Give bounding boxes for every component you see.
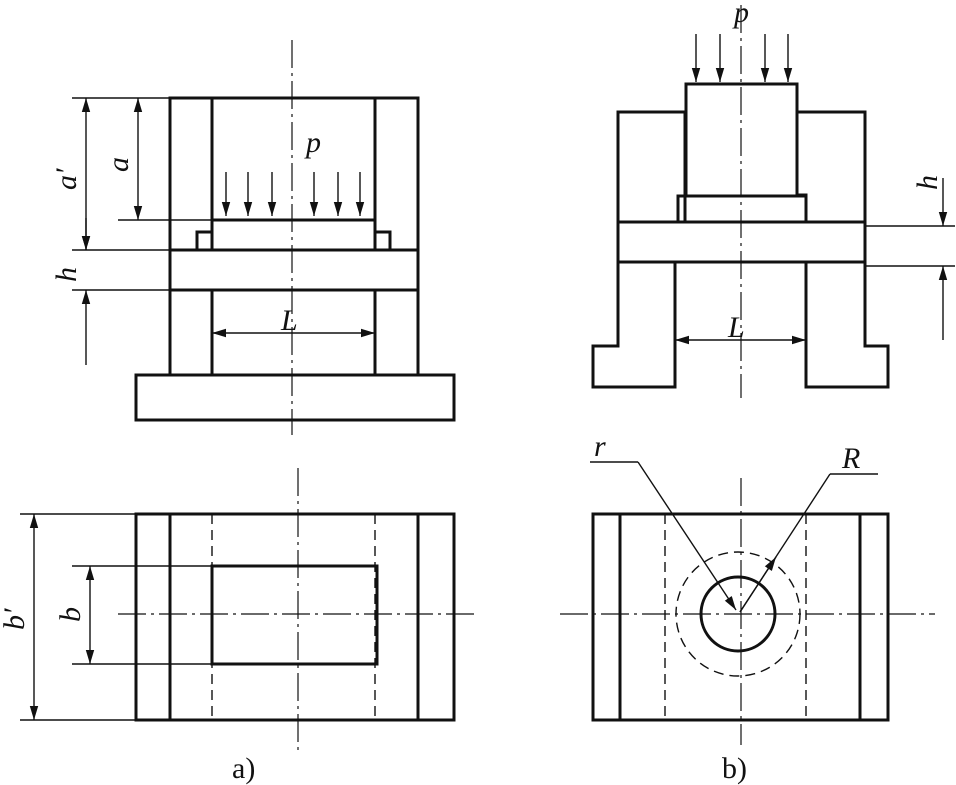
- dim-h-label-a: h: [50, 267, 83, 282]
- figure-b-section: p h L: [591, 0, 955, 398]
- load-label-b: p: [732, 0, 749, 29]
- dim-L-label-a: L: [280, 304, 298, 337]
- dim-h-label-b: h: [911, 175, 944, 190]
- dim-a-prime-label: a′: [50, 168, 83, 190]
- caption-a: a): [232, 752, 255, 785]
- dim-a-label: a: [102, 157, 135, 172]
- dim-b-label: b: [54, 607, 87, 622]
- figure-b-plan: r R b): [560, 430, 935, 785]
- figure-a-plan: b′ b a): [0, 468, 476, 785]
- caption-b: b): [722, 752, 747, 785]
- load-arrows-a: [221, 172, 365, 216]
- dim-L-label-b: L: [727, 311, 745, 344]
- dim-b-prime-label: b′: [0, 608, 31, 630]
- radius-r-label: r: [594, 430, 606, 463]
- figure-a-section: p a′ a h L: [50, 40, 456, 435]
- radius-R-label: R: [841, 442, 860, 475]
- load-label-a: p: [304, 126, 321, 159]
- load-arrows-b: [691, 34, 793, 82]
